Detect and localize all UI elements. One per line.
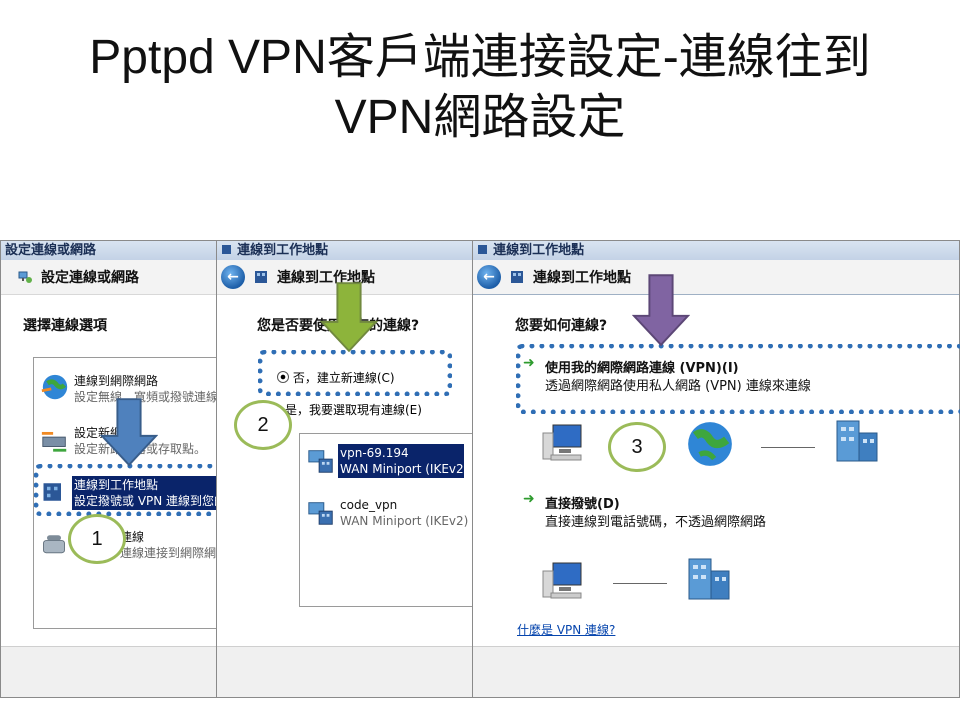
window-titlebar: 連線到工作地點 bbox=[217, 241, 477, 260]
option-desc: 設定無線、寬頻或撥號連線 bbox=[74, 390, 219, 404]
option-desc: 設定撥號或 VPN 連線到您的 bbox=[74, 494, 222, 508]
option-title: 直接撥號(D) bbox=[545, 497, 620, 512]
computer-icon bbox=[542, 424, 582, 461]
highlight-workplace-option bbox=[34, 464, 224, 516]
window-title: 設定連線或網路 bbox=[5, 243, 97, 258]
step-1-marker: 1 bbox=[68, 514, 126, 564]
arrow-down-green bbox=[320, 282, 378, 353]
green-arrow-icon: ➜ bbox=[523, 491, 535, 507]
how-to-connect-question: 您要如何連線? bbox=[515, 318, 608, 334]
toolbar-title: 連線到工作地點 bbox=[277, 270, 375, 286]
highlight-vpn-option bbox=[516, 344, 960, 414]
building-icon bbox=[688, 558, 730, 600]
step-3-marker: 3 bbox=[608, 422, 666, 472]
window-footer bbox=[473, 646, 959, 697]
slide-title-line2: VPN網路設定 bbox=[334, 91, 626, 144]
building-icon bbox=[836, 420, 878, 462]
connection-item[interactable]: code_vpn WAN Miniport (IKEv2) bbox=[300, 494, 477, 534]
connection-line bbox=[761, 447, 815, 448]
connection-list: vpn-69.194 WAN Miniport (IKEv2) code_vpn… bbox=[299, 433, 477, 607]
options-list: 連線到網際網路 設定無線、寬頻或撥號連線 設定新網 設定新路由器或存取點。 連線… bbox=[33, 357, 222, 629]
back-button[interactable]: ← bbox=[477, 265, 501, 289]
radio-label: 是，我要選取現有連線(E) bbox=[285, 403, 422, 417]
back-button[interactable]: ← bbox=[221, 265, 245, 289]
option-desc: 連線連接到網際網 bbox=[120, 546, 217, 560]
option-workplace[interactable]: 連線到工作地點 設定撥號或 VPN 連線到您的 bbox=[34, 474, 222, 514]
connection-item[interactable]: vpn-69.194 WAN Miniport (IKEv2) bbox=[300, 442, 477, 482]
option-desc: 透過網際網路使用私人網路 (VPN) 連線來連線 bbox=[545, 379, 811, 394]
router-icon bbox=[41, 431, 67, 452]
toolbar-title: 連線到工作地點 bbox=[533, 270, 631, 286]
window-footer bbox=[217, 646, 477, 697]
window-footer bbox=[1, 646, 221, 697]
vpn-connection-icon bbox=[308, 450, 333, 473]
connect-workplace-window-3: 連線到工作地點 ← 連線到工作地點 您要如何連線? ➜ 使用我的網際網路連線 (… bbox=[472, 240, 960, 698]
option-title: 連線到網際網路 bbox=[74, 374, 159, 388]
radio-existing-connection[interactable]: 是，我要選取現有連線(E) bbox=[285, 401, 422, 418]
slide-title: Pptpd VPN客戶端連接設定-連線往到 VPN網路設定 bbox=[0, 28, 960, 148]
internet-globe-icon bbox=[688, 422, 732, 466]
connection-line bbox=[613, 583, 667, 584]
window-titlebar: 設定連線或網路 bbox=[1, 241, 221, 260]
globe-icon bbox=[41, 374, 68, 400]
computer-icon bbox=[542, 562, 582, 599]
option-internet[interactable]: 連線到網際網路 設定無線、寬頻或撥號連線 bbox=[34, 370, 221, 410]
workplace-icon bbox=[511, 271, 523, 283]
what-is-vpn-link[interactable]: 什麼是 VPN 連線? bbox=[517, 623, 616, 637]
green-arrow-icon: ➜ bbox=[523, 355, 535, 371]
option-title: 使用我的網際網路連線 (VPN)(I) bbox=[545, 361, 739, 376]
option-dialup[interactable]: 連線 連線連接到網際網 bbox=[34, 526, 221, 566]
step-2-marker: 2 bbox=[234, 400, 292, 450]
setup-connection-window: 設定連線或網路 設定連線或網路 選擇連線選項 連線到網際網路 設定無線、寬頻或撥… bbox=[0, 240, 222, 698]
toolbar-title: 設定連線或網路 bbox=[41, 270, 139, 286]
arrow-down-purple bbox=[632, 274, 690, 347]
radio-label: 否，建立新連線(C) bbox=[292, 371, 395, 385]
window-titlebar: 連線到工作地點 bbox=[473, 241, 959, 260]
workplace-icon bbox=[255, 271, 267, 283]
window-toolbar: 設定連線或網路 bbox=[1, 260, 221, 295]
workplace-small-icon bbox=[222, 245, 231, 254]
connection-name: code_vpn bbox=[340, 498, 398, 512]
option-direct-dial[interactable]: ➜ 直接撥號(D) 直接連線到電話號碼，不透過網際網路 bbox=[523, 491, 943, 531]
window-toolbar: ← 連線到工作地點 bbox=[473, 260, 959, 295]
choose-option-heading: 選擇連線選項 bbox=[23, 318, 107, 334]
option-selection bbox=[72, 476, 221, 510]
phone-icon bbox=[43, 535, 65, 554]
radio-selected-icon bbox=[277, 371, 289, 383]
arrow-down-blue bbox=[100, 398, 158, 467]
connection-name: vpn-69.194 bbox=[340, 446, 409, 460]
option-use-vpn[interactable]: ➜ 使用我的網際網路連線 (VPN)(I) 透過網際網路使用私人網路 (VPN)… bbox=[523, 355, 943, 395]
workplace-small-icon bbox=[478, 245, 487, 254]
radio-new-connection[interactable]: 否，建立新連線(C) bbox=[277, 369, 395, 386]
window-title: 連線到工作地點 bbox=[237, 243, 329, 258]
option-desc: 直接連線到電話號碼，不透過網際網路 bbox=[545, 515, 767, 530]
option-title: 連線到工作地點 bbox=[74, 478, 159, 492]
option-title: 連線 bbox=[120, 530, 145, 544]
connection-selected bbox=[338, 444, 464, 478]
workplace-icon bbox=[43, 483, 61, 501]
slide-title-line1: Pptpd VPN客戶端連接設定-連線往到 bbox=[89, 31, 871, 84]
window-title: 連線到工作地點 bbox=[493, 243, 585, 258]
highlight-new-connection bbox=[258, 350, 452, 396]
vpn-connection-icon bbox=[308, 502, 333, 525]
network-setup-icon bbox=[18, 271, 32, 283]
connection-device: WAN Miniport (IKEv2) bbox=[340, 514, 469, 528]
connection-device: WAN Miniport (IKEv2) bbox=[340, 462, 469, 476]
